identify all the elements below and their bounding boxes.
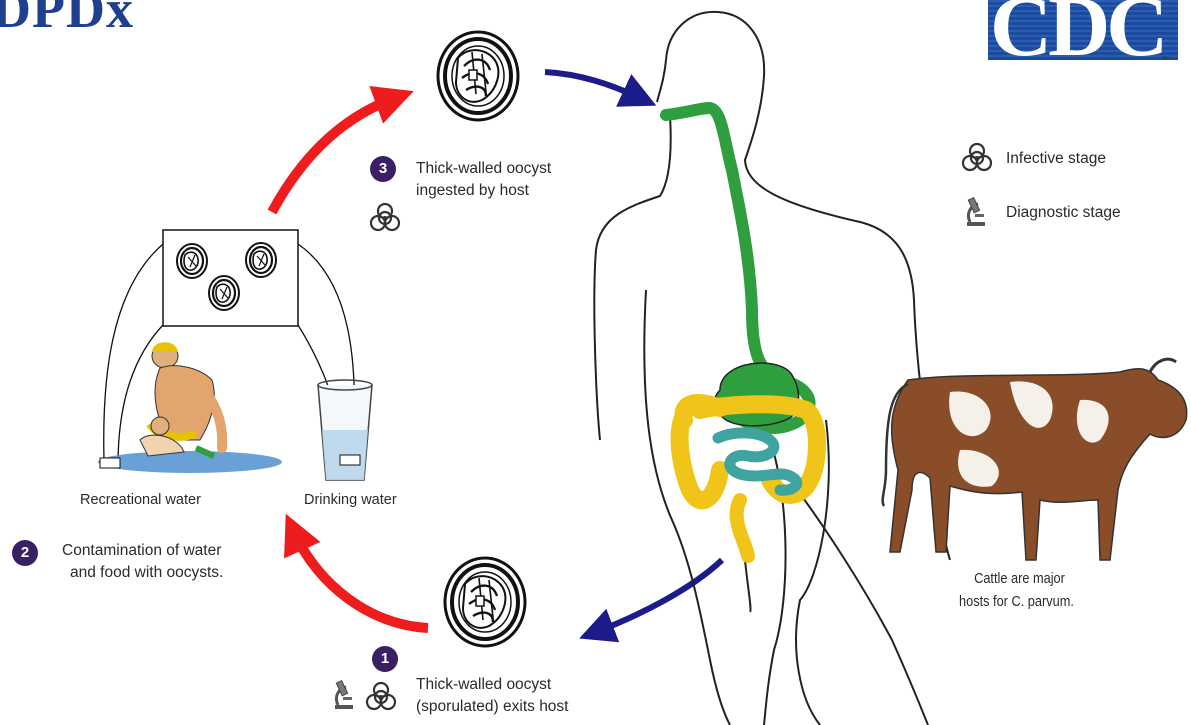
- cdc-logo: CDC: [988, 0, 1178, 60]
- digestive-tract: [666, 108, 817, 556]
- microscope-icon: [335, 681, 353, 709]
- recreational-water-illustration: [98, 342, 282, 473]
- arrow-source-to-ingestion: [272, 98, 395, 212]
- cattle-illustration: [883, 359, 1187, 560]
- stage-number-2: 2: [12, 540, 38, 566]
- oocyst-ingested: [438, 32, 518, 120]
- recreational-water-label: Recreational water: [80, 489, 201, 511]
- biohazard-icon: [367, 683, 395, 709]
- drinking-water-label: Drinking water: [304, 489, 397, 511]
- trademark-mark: ™: [1162, 56, 1169, 63]
- dpdx-logo: DPDx: [0, 0, 134, 40]
- microscope-icon: [967, 198, 985, 226]
- legend-diagnostic-label: Diagnostic stage: [1006, 202, 1121, 224]
- biohazard-icon: [371, 204, 399, 230]
- arrow-ingestion-to-host: [545, 72, 640, 98]
- stage-number-3: 3: [370, 156, 396, 182]
- arrow-host-to-exit: [596, 560, 722, 632]
- stage-number-1: 1: [372, 646, 398, 672]
- oocyst-exiting: [445, 558, 525, 646]
- arrow-exit-to-contamination: [294, 532, 428, 628]
- biohazard-icon: [963, 144, 991, 170]
- legend-infective-label: Infective stage: [1006, 148, 1106, 170]
- stage-1-label: Thick-walled oocyst(sporulated) exits ho…: [416, 674, 569, 718]
- water-source-panel: [104, 230, 355, 465]
- drinking-glass-illustration: [318, 380, 372, 480]
